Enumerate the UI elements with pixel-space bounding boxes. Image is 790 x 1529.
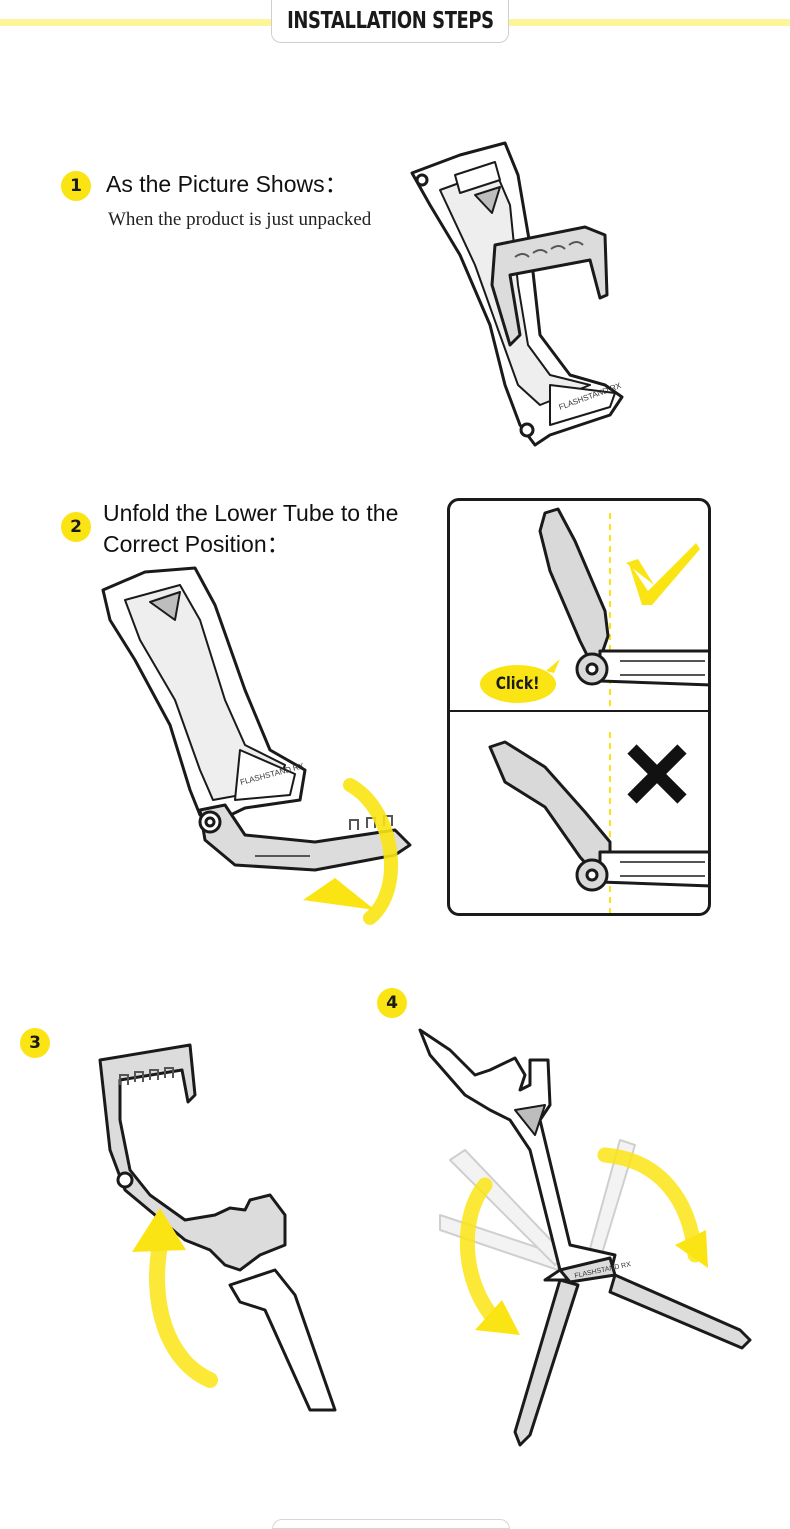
check-mark-icon [626,543,700,605]
legs-rotate-left-arrow-icon [459,1177,503,1328]
step-3-number: 3 [29,1033,41,1053]
rotate-up-arrow-icon [149,1237,218,1388]
banner-line-left [0,19,272,26]
step-1-subtitle: When the product is just unpacked [108,209,372,230]
step-3-badge: 3 [20,1028,50,1058]
section-title: INSTALLATION STEPS [286,8,494,34]
section-header: INSTALLATION STEPS [271,0,509,43]
unfold-upper-illustration [98,1043,337,1412]
step-1-title: As the Picture Shows： [106,171,348,197]
banner-line-right [507,19,790,26]
legs-rotate-right-arrow-icon [597,1147,703,1263]
step-1-number: 1 [70,176,82,196]
step-4-badge: 4 [377,988,407,1018]
click-label: Click! [496,674,540,694]
panel-divider [450,710,708,712]
deploy-legs-illustration: FLASHSTAND RX [418,1028,752,1447]
wrong-position-illustration [488,732,708,913]
unfolding-stand-illustration: FLASHSTAND RX [101,566,412,925]
position-comparison-panel: Click! [447,498,711,916]
folded-stand-illustration: FLASHSTAND RX [410,141,624,447]
step-4-number: 4 [386,993,398,1013]
rotate-arrow-icon [343,778,398,925]
click-callout: Click! [480,665,556,703]
x-mark-icon [627,744,687,804]
correct-position-illustration [538,507,708,710]
next-section-header-edge [272,1519,510,1529]
step-2-title-line1: Unfold the Lower Tube to the [103,500,399,526]
step-1-badge: 1 [61,171,91,201]
step-2-number: 2 [70,517,82,537]
step-2-badge: 2 [61,512,91,542]
click-callout-tail [546,659,560,673]
step-2-title-line2: Correct Position： [103,531,290,557]
